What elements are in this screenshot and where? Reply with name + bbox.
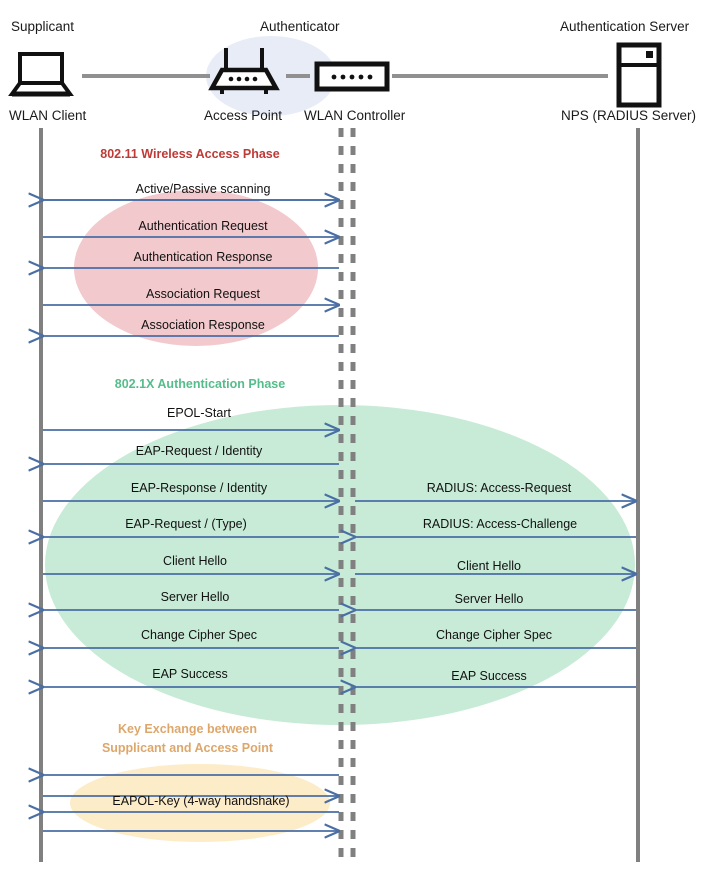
actor-device-access-point: Access Point xyxy=(204,108,283,123)
message-label-change-cipher-spec-right: Change Cipher Spec xyxy=(435,628,553,642)
message-label-radius-access-challenge: RADIUS: Access-Challenge xyxy=(422,517,578,531)
actor-device-wlan-client: WLAN Client xyxy=(9,108,87,123)
message-label-authentication-request: Authentication Request xyxy=(138,219,268,233)
actor-device-wlan-controller: WLAN Controller xyxy=(304,108,406,123)
message-label-eap-request-type: EAP-Request / (Type) xyxy=(125,517,247,531)
message-label-eap-success-right: EAP Success xyxy=(451,669,527,683)
actor-role-authenticator: Authenticator xyxy=(260,19,340,34)
message-label-eap-request-identity: EAP-Request / Identity xyxy=(135,444,263,458)
message-label-server-hello-left: Server Hello xyxy=(160,590,230,604)
message-label-change-cipher-spec-left: Change Cipher Spec xyxy=(140,628,258,642)
actor-role-supplicant: Supplicant xyxy=(11,19,75,34)
message-label-authentication-response: Authentication Response xyxy=(133,250,273,264)
phase-label-key-exchange-line2: Supplicant and Access Point xyxy=(101,741,274,755)
server-tower-icon xyxy=(616,42,662,108)
wireless-router-icon xyxy=(208,48,280,94)
message-label-eap-response-identity: EAP-Response / Identity xyxy=(130,481,268,495)
laptop-icon xyxy=(8,52,74,97)
phase-ellipse-key-exchange xyxy=(70,764,330,842)
message-label-eap-success-left: EAP Success xyxy=(152,667,228,681)
phase-label-8021x: 802.1X Authentication Phase xyxy=(114,377,286,391)
message-label-association-response: Association Response xyxy=(141,318,265,332)
message-label-eapol-key-handshake: EAPOL-Key (4-way handshake) xyxy=(112,794,290,808)
message-label-radius-access-request: RADIUS: Access-Request xyxy=(426,481,572,495)
message-label-association-request: Association Request xyxy=(146,287,260,301)
actor-device-nps-radius: NPS (RADIUS Server) xyxy=(561,108,697,123)
message-label-epol-start: EPOL-Start xyxy=(167,406,231,420)
message-label-client-hello-right: Client Hello xyxy=(457,559,521,573)
actor-role-authentication-server: Authentication Server xyxy=(560,19,690,34)
message-label-active-passive-scanning: Active/Passive scanning xyxy=(135,182,271,196)
phase-label-80211: 802.11 Wireless Access Phase xyxy=(100,147,280,161)
phase-label-key-exchange-line1: Key Exchange between xyxy=(118,722,257,736)
message-label-client-hello-left: Client Hello xyxy=(163,554,227,568)
message-label-server-hello-right: Server Hello xyxy=(454,592,524,606)
network-controller-icon xyxy=(314,61,390,92)
